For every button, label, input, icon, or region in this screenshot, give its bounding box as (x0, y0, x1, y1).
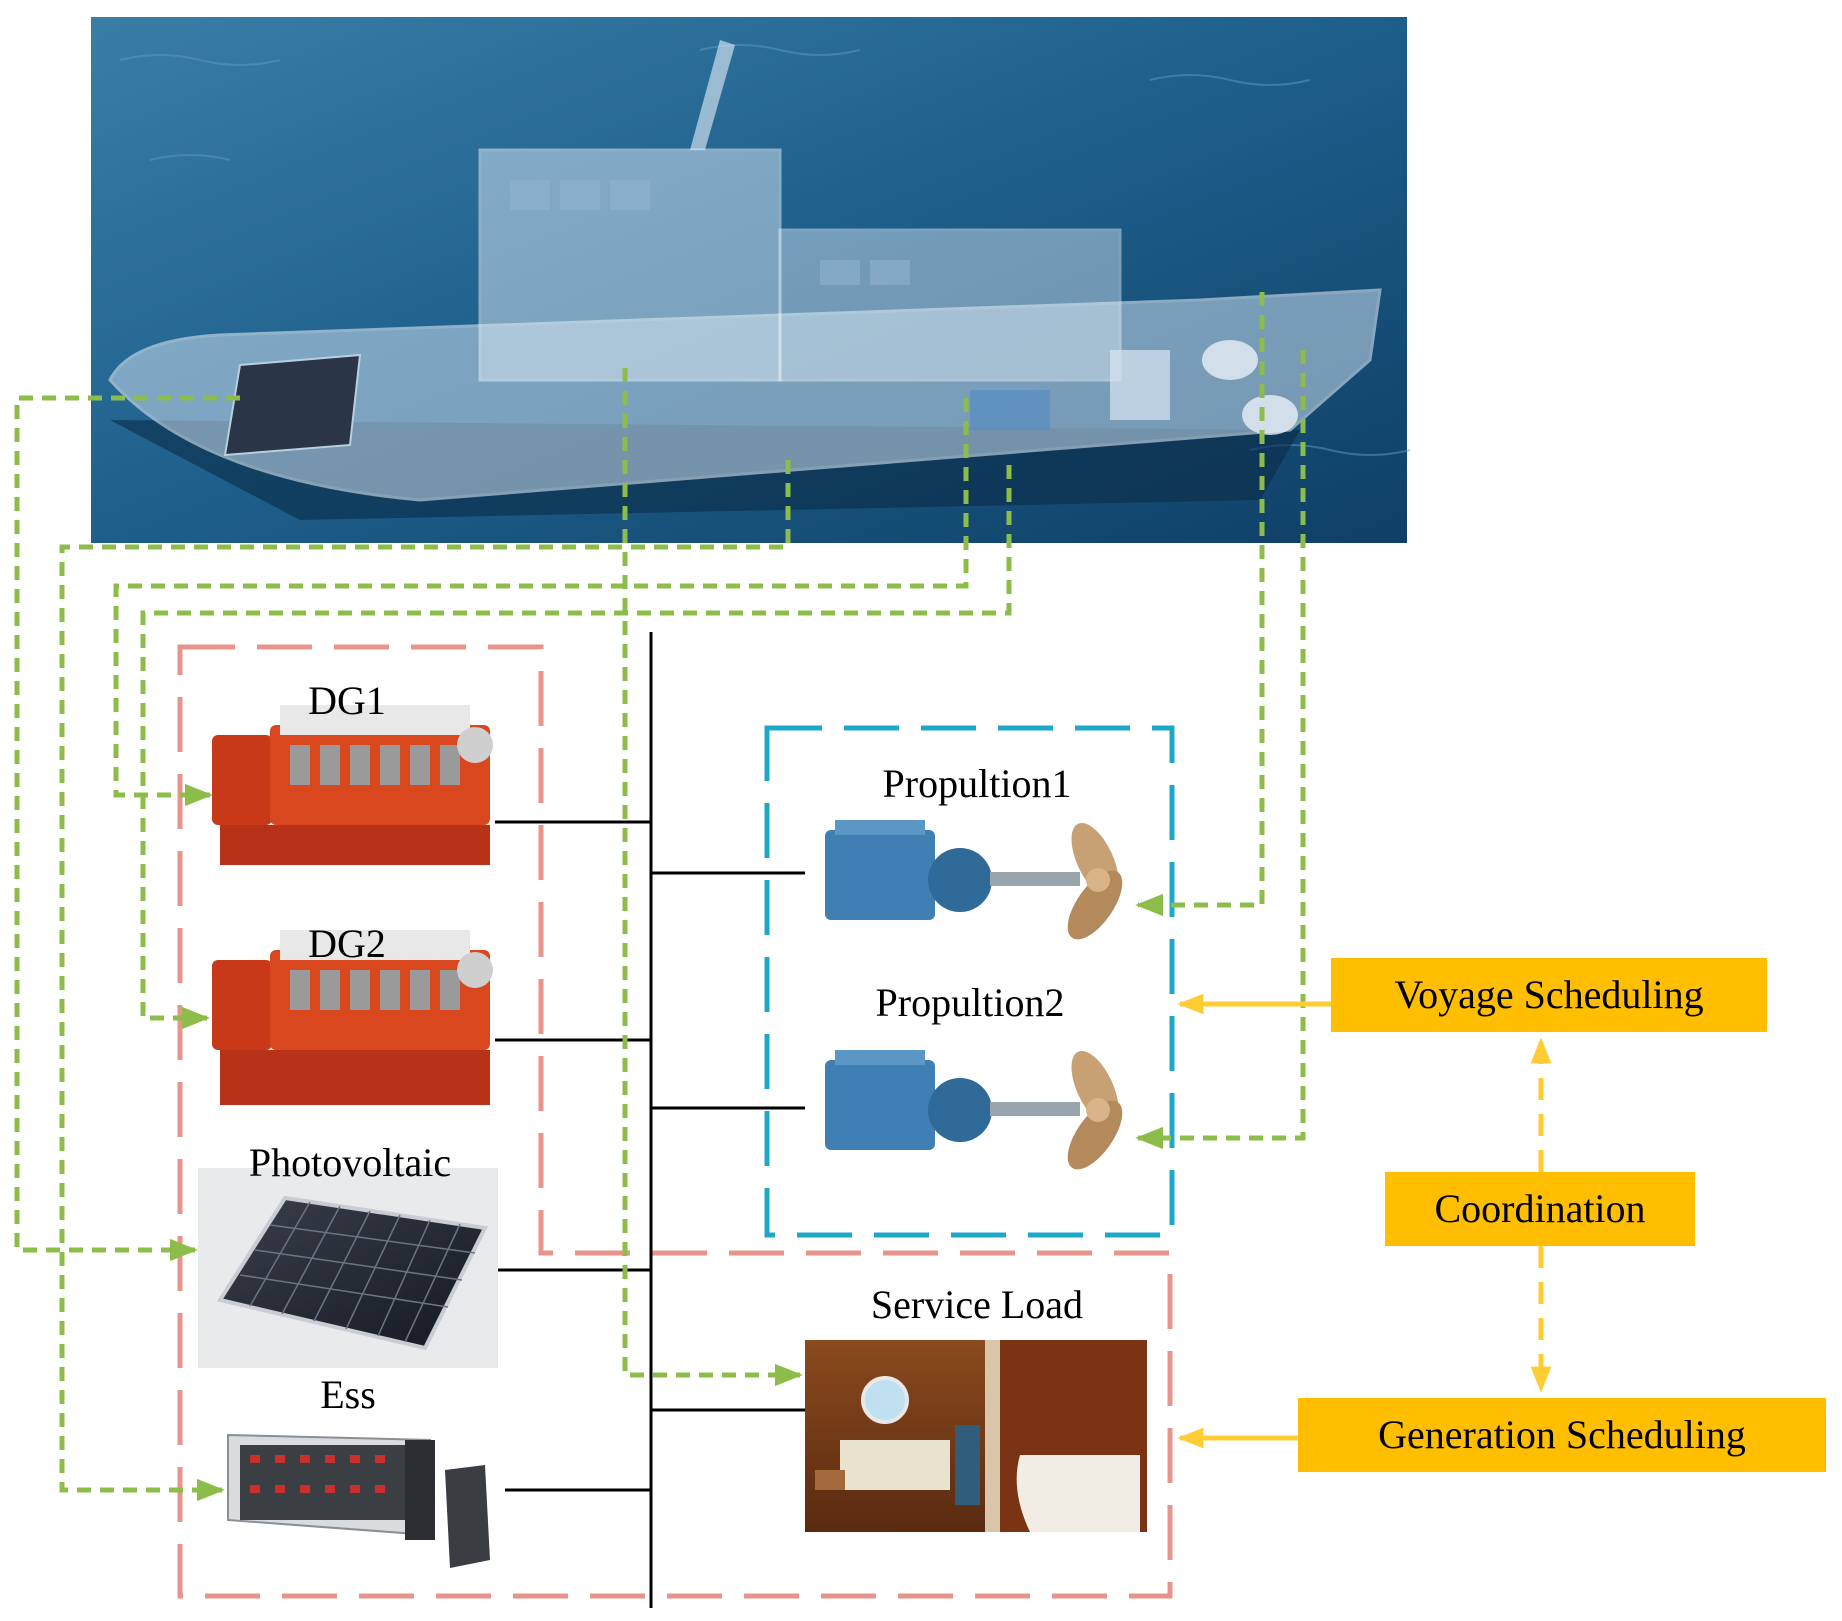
propulsion1-label: Propultion1 (883, 761, 1072, 806)
dg1-label: DG1 (308, 678, 386, 723)
service-load-image (805, 1340, 1147, 1532)
coordination-label: Coordination (1434, 1186, 1645, 1231)
ship-hull (108, 288, 1382, 502)
dg2-engine-image (212, 930, 493, 1105)
service-load-label: Service Load (871, 1282, 1083, 1327)
photovoltaic-image (198, 1168, 498, 1368)
generation-group-border (177, 644, 1173, 1599)
main-bus (495, 632, 805, 1608)
propulsion2-label: Propultion2 (876, 980, 1065, 1025)
photovoltaic-label: Photovoltaic (249, 1140, 451, 1185)
dg1-engine-image (212, 705, 493, 865)
generation-scheduling-box: Generation Scheduling (1298, 1398, 1826, 1472)
deck-solar-panel (223, 353, 362, 457)
ess-label: Ess (320, 1372, 376, 1417)
propulsion-group-border (764, 725, 1175, 1238)
control-arrows (1177, 993, 1552, 1449)
ess-image (227, 1433, 490, 1568)
voyage-scheduling-box: Voyage Scheduling (1331, 958, 1767, 1032)
dg2-label: DG2 (308, 921, 386, 966)
propulsion1-image (825, 820, 1123, 940)
ship-image (91, 17, 1411, 543)
propulsion2-image (825, 1050, 1123, 1170)
green-signal-lines (14, 292, 1306, 1502)
voyage-scheduling-label: Voyage Scheduling (1394, 972, 1703, 1017)
coordination-box: Coordination (1385, 1172, 1695, 1246)
generation-scheduling-label: Generation Scheduling (1378, 1412, 1746, 1457)
